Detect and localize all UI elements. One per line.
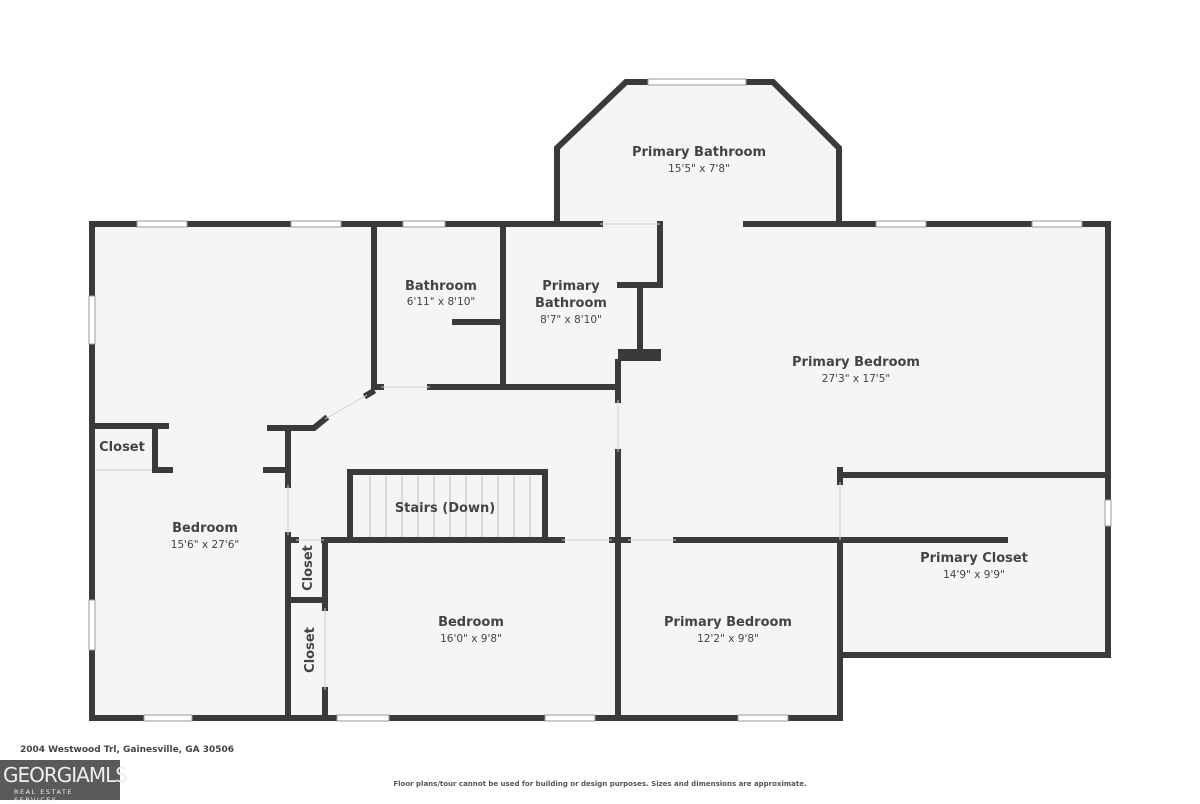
room-dims: 15'5" x 7'8" [668, 163, 730, 175]
room-dims: 12'2" x 9'8" [697, 633, 759, 645]
room-name: Stairs (Down) [395, 501, 495, 516]
room-name: Primary Closet [920, 551, 1028, 566]
room-name: Primary Bathroom [632, 145, 766, 160]
room-name: Closet [301, 545, 316, 591]
room-name: Bathroom [535, 296, 607, 311]
room-dims: 14'9" x 9'9" [943, 569, 1005, 581]
stairs-treads [369, 476, 531, 537]
room-name: Bedroom [438, 615, 504, 630]
logo-tagline: REAL ESTATE SERVICES [14, 788, 73, 804]
room-dims: 15'6" x 27'6" [171, 539, 239, 551]
room-dims: 6'11" x 8'10" [407, 296, 475, 308]
logo-text: GEORGIAMLS [3, 763, 128, 787]
room-name: Primary Bedroom [792, 355, 920, 370]
floor-area [92, 82, 1108, 718]
interior-walls [89, 221, 1111, 721]
room-dims: 16'0" x 9'8" [440, 633, 502, 645]
room-dims: 27'3" x 17'5" [822, 373, 890, 385]
room-name: Primary Bedroom [664, 615, 792, 630]
room-dims: 8'7" x 8'10" [540, 314, 602, 326]
door-openings [96, 223, 841, 690]
room-name: Bathroom [405, 279, 477, 294]
disclaimer: Floor plans/tour cannot be used for buil… [393, 780, 807, 788]
windows [88, 78, 1112, 722]
room-name: Closet [99, 440, 145, 455]
room-name: Bedroom [172, 521, 238, 536]
room-name: Primary [542, 279, 600, 294]
property-address: 2004 Westwood Trl, Gainesville, GA 30506 [20, 745, 235, 755]
room-name: Closet [303, 627, 318, 673]
